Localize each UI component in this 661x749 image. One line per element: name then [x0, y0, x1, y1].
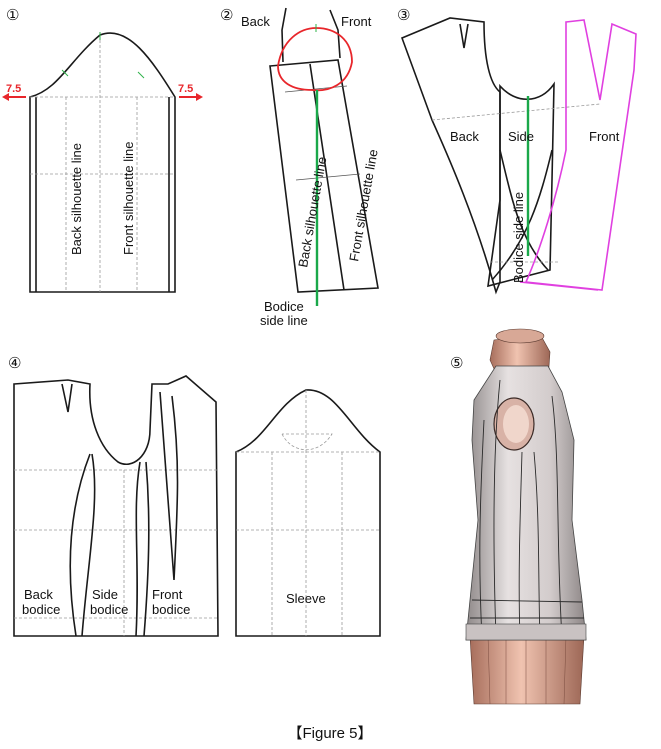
p4-front-label-1: Front — [152, 587, 183, 602]
p3-bodice-side-line-label: Bodice side line — [511, 192, 526, 283]
p4-back-label-2: bodice — [22, 602, 60, 617]
sleeve-outline — [29, 32, 176, 293]
p4-bodice-outline — [13, 375, 219, 637]
armhole-back-line — [281, 7, 287, 63]
p3-front-label: Front — [589, 129, 620, 144]
panel-5-number: ⑤ — [450, 354, 463, 372]
p3-waist-guide — [431, 103, 601, 121]
p4-side-front-seam — [135, 461, 141, 637]
panel-2-back-label: Back — [241, 14, 270, 29]
p3-side-seam-curve — [491, 149, 553, 281]
panel-2-number: ② — [220, 6, 233, 24]
left-extension-arrow — [2, 93, 26, 101]
garment-hem-band — [465, 623, 587, 641]
p3-back-dart — [459, 23, 469, 49]
panel-1-sleeve-pattern: ① 7.5 7.5 Back silhouette line Front sil… — [2, 6, 203, 293]
back-silhouette-label: Back silhouette line — [69, 143, 84, 255]
p3-front-hem — [519, 281, 599, 291]
front-silhouette-label: Front silhouette line — [121, 142, 136, 255]
p4-back-label-1: Back — [24, 587, 53, 602]
p4-front-dart — [159, 391, 179, 581]
bodice-side-line-label-1: Bodice — [264, 299, 304, 314]
garment-armhole-inner — [503, 405, 529, 443]
mannequin-lower-body — [469, 635, 585, 705]
p3-back-label: Back — [450, 129, 479, 144]
strip-elbow-line — [295, 173, 361, 181]
strip-biceps-line — [284, 85, 348, 93]
panel-2-sleeve-transfer: ② Back Front Back silhouette line Front … — [220, 6, 381, 328]
p2-front-silhouette-label: Front silhouette line — [346, 148, 380, 262]
left-extension-value: 7.5 — [6, 83, 21, 95]
panel-4-number: ④ — [8, 354, 21, 372]
p2-back-silhouette-label: Back silhouette line — [295, 156, 329, 269]
right-extension-arrow — [179, 93, 203, 101]
sleeve-cap-outline — [277, 27, 353, 92]
armhole-front-line — [329, 9, 341, 59]
p4-side-label-2: bodice — [90, 602, 128, 617]
bodice-side-line-label-2: side line — [260, 313, 308, 328]
strip-outline — [269, 59, 379, 293]
p4-back-side-seam — [69, 453, 91, 637]
p4-front-label-2: bodice — [152, 602, 190, 617]
right-extension-value: 7.5 — [178, 83, 193, 95]
p3-front-piece — [524, 19, 637, 291]
notch-mark — [61, 69, 69, 77]
panel-2-front-label: Front — [341, 14, 372, 29]
panel-3-bodice-side: ③ Back Side Front Bodice side line — [397, 6, 637, 295]
p4-sleeve-outline — [235, 389, 381, 637]
p4-sleeve-label: Sleeve — [286, 591, 326, 606]
notch-mark — [137, 71, 145, 79]
p4-side-front-seam — [143, 461, 150, 637]
panel-5-3d-garment: ⑤ — [450, 328, 587, 705]
panel-3-number: ③ — [397, 6, 410, 24]
panel-1-number: ① — [6, 6, 19, 24]
mannequin-lower-mesh — [487, 635, 567, 705]
panel-4-final-patterns: ④ Back bodice Side bodice Front bodice S… — [8, 354, 381, 637]
garment-seam-lines — [470, 379, 584, 639]
p4-sleeve-cap-guide — [281, 433, 333, 451]
p3-side-label: Side — [508, 129, 534, 144]
p4-back-dart — [61, 383, 73, 413]
p3-back-piece — [400, 17, 501, 295]
p3-side-seam-curve — [499, 149, 549, 271]
p4-back-side-seam — [81, 453, 96, 637]
figure-caption: 【Figure 5】 — [287, 725, 372, 742]
p4-side-label-1: Side — [92, 587, 118, 602]
mannequin-neck-top — [495, 328, 545, 344]
